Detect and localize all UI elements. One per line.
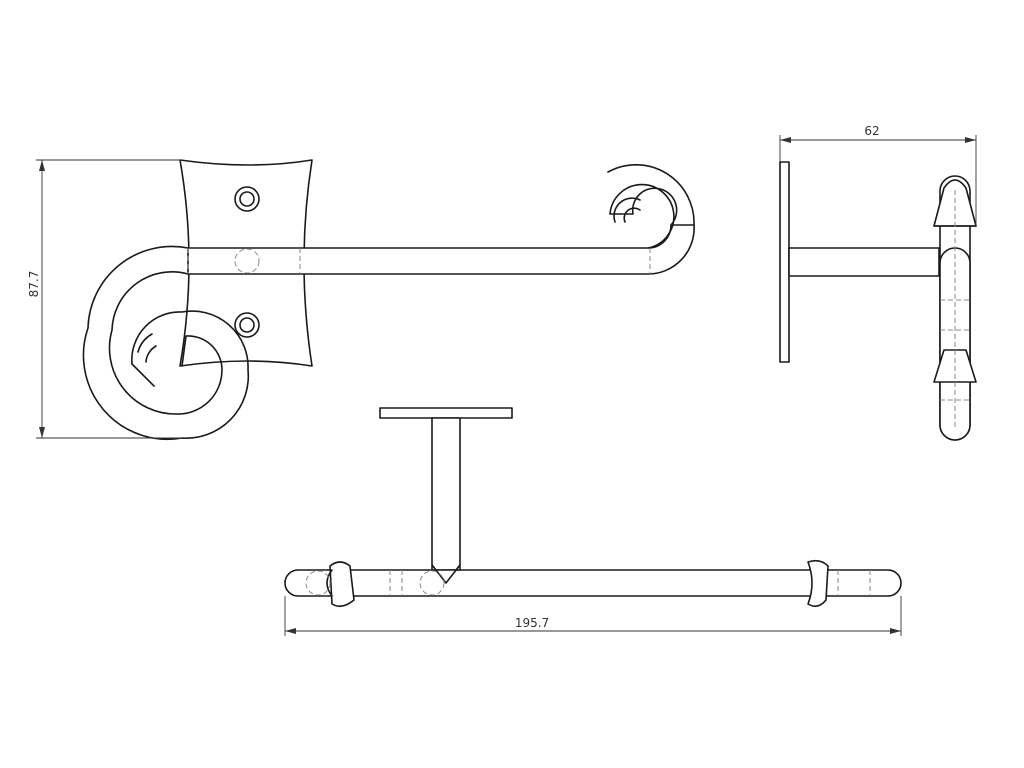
dimension-width-label: 195.7 [515,616,549,630]
dimension-height: 87.7 [27,159,182,439]
top-view [284,407,902,608]
side-arm [788,247,940,277]
top-left-cap [329,561,355,608]
top-arm [431,417,461,584]
front-view [82,159,695,441]
side-wall-plate [779,161,790,363]
dimension-depth-label: 62 [864,124,879,138]
top-wall-plate [379,407,513,419]
dimension-depth: 62 [779,124,977,226]
front-holder-rod [187,224,695,275]
screw-hole-top [234,186,260,212]
dimension-width: 195.7 [284,596,902,636]
screw-hole-bottom [234,312,260,338]
front-wall-plate [179,159,313,367]
top-roll-bar [284,569,902,597]
dimension-height-label: 87.7 [27,271,41,298]
front-left-scroll [82,245,250,441]
front-right-curl [609,183,678,249]
top-right-ferrule [807,559,829,608]
side-view [779,161,977,441]
